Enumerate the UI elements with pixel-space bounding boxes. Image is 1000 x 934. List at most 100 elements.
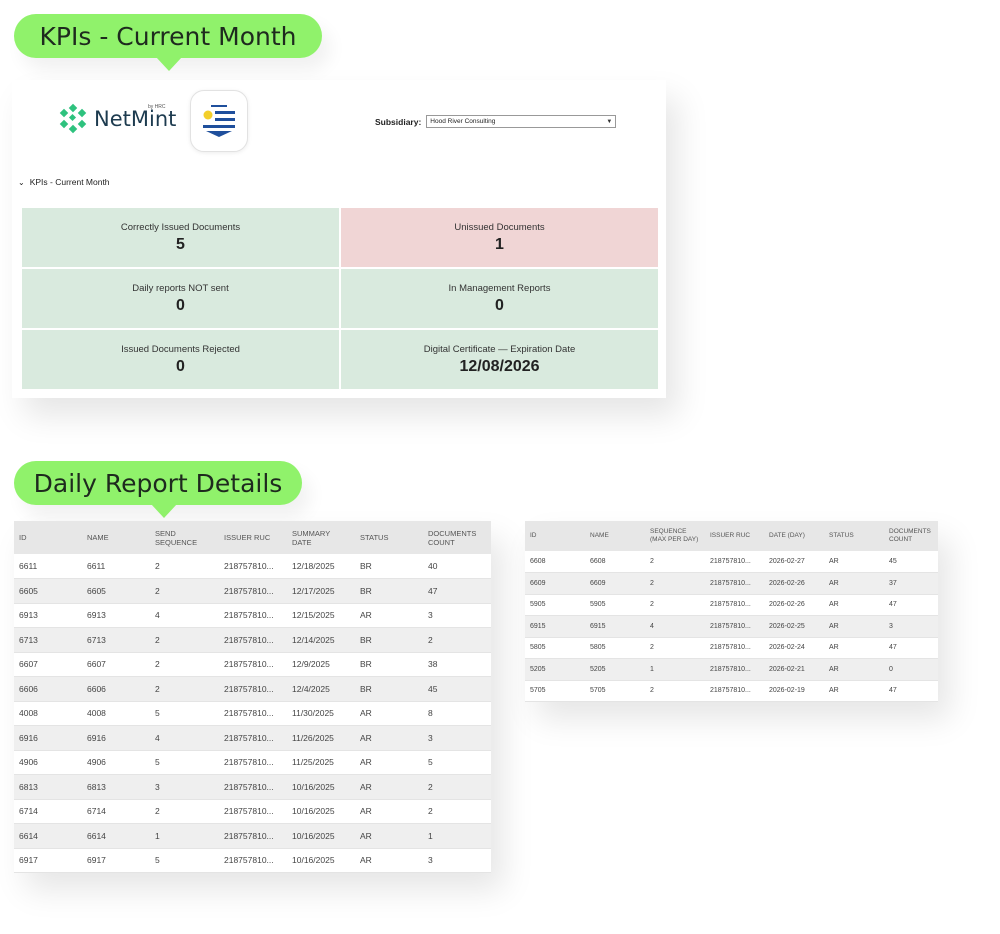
table-cell: 6605	[82, 578, 150, 604]
table-cell: 218757810...	[219, 603, 287, 628]
table-cell: 0	[884, 658, 938, 681]
kpi-callout-title: KPIs - Current Month	[39, 21, 297, 51]
column-header[interactable]: NAME	[82, 521, 150, 554]
column-header[interactable]: ISSUER RUC	[705, 521, 764, 551]
table-cell: 8	[423, 701, 491, 726]
kpi-tile-rejected: Issued Documents Rejected 0	[22, 330, 339, 389]
subsidiary-select[interactable]: Hood River Consulting ▼	[426, 115, 617, 128]
column-header[interactable]: ISSUER RUC	[219, 521, 287, 554]
table-cell: 218757810...	[219, 725, 287, 751]
table-cell: 5	[423, 750, 491, 775]
table-cell: 2	[150, 627, 219, 653]
table-cell: 1	[150, 823, 219, 849]
uruguay-flag-icon	[190, 90, 248, 152]
table-cell: 45	[884, 551, 938, 573]
table-cell: 6813	[82, 774, 150, 800]
table-cell: 11/26/2025	[287, 725, 355, 751]
table-cell: 6915	[525, 615, 585, 638]
brand-subtitle: by HRC	[148, 104, 166, 110]
table-cell: 3	[884, 615, 938, 638]
table-cell: 38	[423, 652, 491, 677]
table-cell: 3	[150, 774, 219, 800]
column-header[interactable]: DOCUMENTS COUNT	[423, 521, 491, 554]
kpi-value: 5	[176, 235, 185, 253]
table-cell: 218757810...	[705, 680, 764, 702]
table-cell: 4	[645, 615, 705, 638]
table-cell: 218757810...	[219, 676, 287, 702]
table-cell: 10/16/2025	[287, 848, 355, 873]
table-cell: 6917	[82, 848, 150, 873]
kpi-tile-correctly-issued: Correctly Issued Documents 5	[22, 208, 339, 267]
table-cell: 6607	[14, 652, 82, 677]
table-cell: 5205	[585, 658, 645, 681]
column-header[interactable]: NAME	[585, 521, 645, 551]
kpi-section-toggle[interactable]: ⌄ KPIs - Current Month	[18, 177, 110, 187]
column-header[interactable]: STATUS	[355, 521, 423, 554]
column-header[interactable]: STATUS	[824, 521, 884, 551]
table-cell: 6606	[14, 676, 82, 702]
column-header[interactable]: SEND SEQUENCE	[150, 521, 219, 554]
netmint-mark-icon	[58, 103, 88, 134]
table-cell: 1	[423, 823, 491, 849]
table-cell: 218757810...	[705, 615, 764, 638]
table-cell: 5	[150, 750, 219, 775]
table-cell: 2026-02-27	[764, 551, 824, 573]
table-cell: 5705	[525, 680, 585, 702]
table-cell: AR	[824, 658, 884, 681]
column-header[interactable]: DOCUMENTS COUNT	[884, 521, 938, 551]
table-cell: 3	[423, 725, 491, 751]
table-cell: 2	[150, 554, 219, 579]
table-cell: 6608	[585, 551, 645, 573]
column-header[interactable]: ID	[525, 521, 585, 551]
table-cell: 4008	[14, 701, 82, 726]
kpi-label: Issued Documents Rejected	[121, 343, 240, 355]
kpi-value: 12/08/2026	[459, 357, 540, 375]
kpi-dashboard-card: NetMint by HRC Subsidiary: Hood River Co…	[12, 80, 666, 398]
table-cell: 37	[884, 572, 938, 595]
table-cell: 6607	[82, 652, 150, 677]
table-cell: 47	[884, 594, 938, 616]
table-cell: 6609	[585, 572, 645, 595]
table-cell: 2	[150, 676, 219, 702]
table-cell: AR	[355, 603, 423, 628]
table-cell: 12/4/2025	[287, 676, 355, 702]
table-cell: 10/16/2025	[287, 823, 355, 849]
table-cell: 47	[884, 637, 938, 659]
table-cell: 218757810...	[219, 627, 287, 653]
table-cell: AR	[824, 594, 884, 616]
column-header[interactable]: SEQUENCE (MAX PER DAY)	[645, 521, 705, 551]
table-cell: 3	[423, 603, 491, 628]
table-cell: 218757810...	[705, 658, 764, 681]
table-cell: AR	[355, 725, 423, 751]
table-cell: 6916	[82, 725, 150, 751]
column-header[interactable]: DATE (DAY)	[764, 521, 824, 551]
table-cell: 2	[645, 572, 705, 595]
column-header[interactable]: ID	[14, 521, 82, 554]
subsidiary-label: Subsidiary:	[375, 116, 422, 127]
table-cell: 2	[645, 637, 705, 659]
table-cell: 2	[423, 799, 491, 824]
table-cell: 6606	[82, 676, 150, 702]
column-header[interactable]: SUMMARY DATE	[287, 521, 355, 554]
table-cell: 4906	[14, 750, 82, 775]
